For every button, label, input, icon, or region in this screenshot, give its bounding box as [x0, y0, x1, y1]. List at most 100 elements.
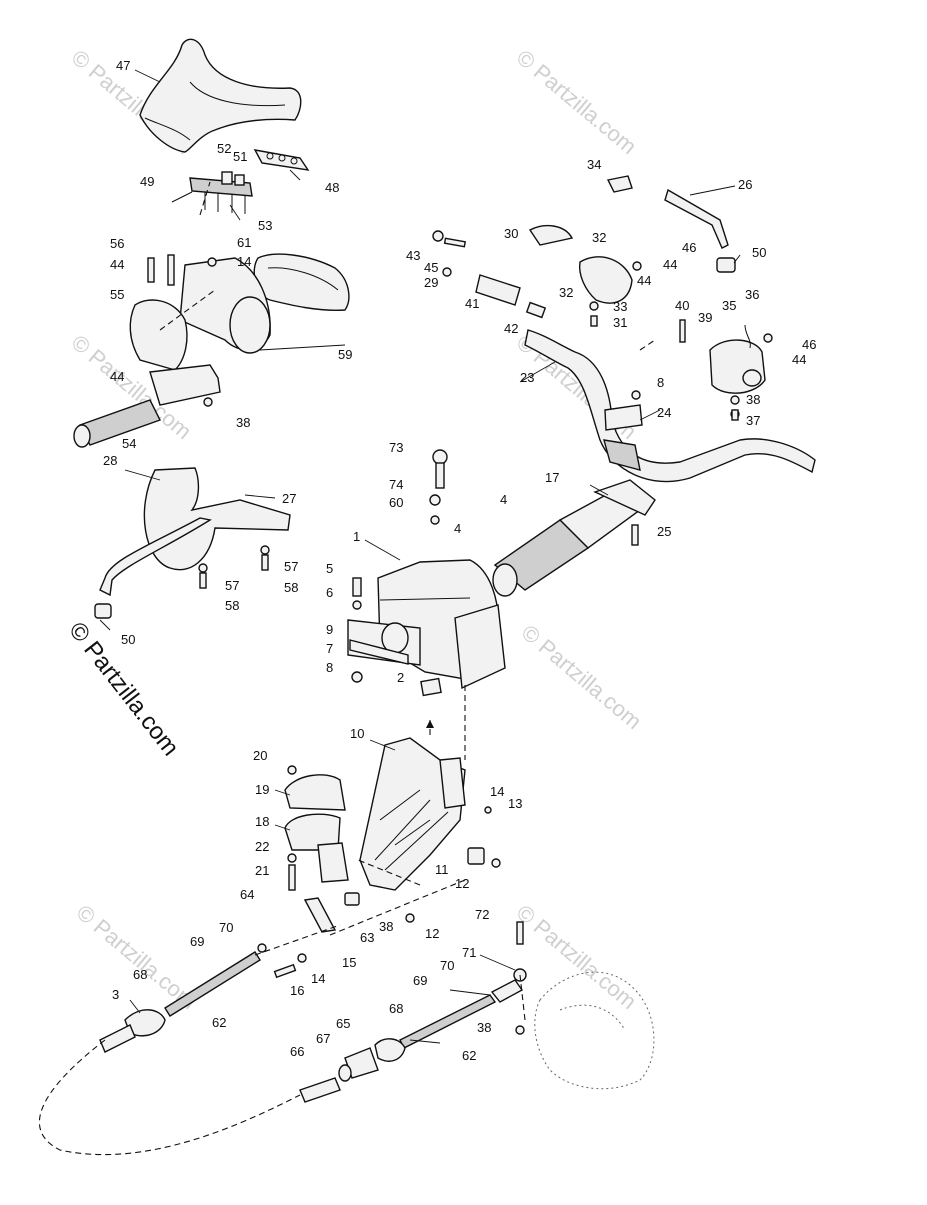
left-grip-assembly — [73, 364, 221, 448]
callout-number: 20 — [253, 748, 267, 763]
callout-number: 72 — [475, 907, 489, 922]
handle-cover — [253, 253, 350, 312]
callout-number: 36 — [745, 287, 759, 302]
callout-number: 32 — [592, 230, 606, 245]
callout-number: 43 — [406, 248, 420, 263]
callout-number: 53 — [258, 218, 272, 233]
assembly-lines — [38, 181, 656, 1156]
callout-number: 37 — [746, 413, 760, 428]
right-grip — [475, 274, 547, 319]
callout-number: 39 — [698, 310, 712, 325]
callout-number: 35 — [722, 298, 736, 313]
pad-plate — [253, 149, 310, 171]
callout-number: 2 — [397, 670, 404, 685]
callout-number: 38 — [236, 415, 250, 430]
handlebar-clamp-24 — [604, 404, 643, 431]
leader-lines — [99, 69, 741, 1044]
lower-bracket — [359, 737, 466, 891]
cable-bracket-15 — [303, 897, 337, 933]
clamp-assembly — [284, 774, 360, 906]
callout-number: 14 — [311, 971, 325, 986]
callout-number: 16 — [290, 983, 304, 998]
watermark: © Partzilla.com — [512, 45, 642, 159]
callout-number: 4 — [500, 492, 507, 507]
callout-number: 45 — [424, 260, 438, 275]
callout-number: 17 — [545, 470, 559, 485]
callout-number: 41 — [465, 296, 479, 311]
handlebar-pad — [139, 38, 302, 153]
callout-number: 3 — [112, 987, 119, 1002]
callout-number: 59 — [338, 347, 352, 362]
callout-number: 66 — [290, 1044, 304, 1059]
callout-number: 19 — [255, 782, 269, 797]
callout-number: 8 — [657, 375, 664, 390]
callout-number: 62 — [212, 1015, 226, 1030]
callout-number: 10 — [350, 726, 364, 741]
callout-number: 49 — [140, 174, 154, 189]
callout-number: 29 — [424, 275, 438, 290]
callout-number: 44 — [637, 273, 651, 288]
callout-number: 60 — [389, 495, 403, 510]
callout-number: 12 — [455, 876, 469, 891]
left-bracket — [94, 467, 291, 619]
steering-column — [492, 479, 656, 597]
callout-number: 27 — [282, 491, 296, 506]
callout-number: 42 — [504, 321, 518, 336]
callout-number: 18 — [255, 814, 269, 829]
callout-number: 62 — [462, 1048, 476, 1063]
callout-number: 31 — [613, 315, 627, 330]
callout-number: 30 — [504, 226, 518, 241]
callout-number: 24 — [657, 405, 671, 420]
callout-number: 44 — [663, 257, 677, 272]
callout-number: 68 — [133, 967, 147, 982]
callout-number: 12 — [425, 926, 439, 941]
throttle-housing — [129, 257, 271, 371]
callout-number: 48 — [325, 180, 339, 195]
callout-number: 56 — [110, 236, 124, 251]
nozzle-ghost — [534, 971, 655, 1090]
callout-number: 5 — [326, 561, 333, 576]
fasteners — [147, 230, 773, 1035]
callout-number: 70 — [219, 920, 233, 935]
callout-number: 38 — [379, 919, 393, 934]
throttle-sensor — [709, 324, 766, 394]
callout-number: 46 — [682, 240, 696, 255]
callout-number: 67 — [316, 1031, 330, 1046]
callout-number: 32 — [559, 285, 573, 300]
callout-number: 69 — [190, 934, 204, 949]
handlebar — [524, 329, 816, 483]
callout-number: 13 — [508, 796, 522, 811]
callout-number: 50 — [752, 245, 766, 260]
steering-housing — [347, 559, 506, 697]
callout-number: 68 — [389, 1001, 403, 1016]
callout-number: 44 — [110, 369, 124, 384]
callout-number: 65 — [336, 1016, 350, 1031]
callout-number: 61 — [237, 235, 251, 250]
callout-number: 73 — [389, 440, 403, 455]
watermark: © Partzilla.com — [517, 620, 647, 734]
callout-number: 1 — [353, 529, 360, 544]
callout-number: 70 — [440, 958, 454, 973]
grip-end-cap — [528, 224, 633, 304]
callout-number: 22 — [255, 839, 269, 854]
callout-number: 44 — [792, 352, 806, 367]
steering-cable-lever — [606, 175, 736, 273]
callout-number: 52 — [217, 141, 231, 156]
callout-number: 33 — [613, 299, 627, 314]
callout-number: 51 — [233, 149, 247, 164]
assembly-arrow — [426, 720, 434, 728]
callout-number: 23 — [520, 370, 534, 385]
callout-number: 58 — [225, 598, 239, 613]
callout-number: 8 — [326, 660, 333, 675]
callout-number: 14 — [237, 254, 251, 269]
callout-number: 34 — [587, 157, 601, 172]
callout-number: 50 — [121, 632, 135, 647]
callout-number: 40 — [675, 298, 689, 313]
callout-number: 21 — [255, 863, 269, 878]
callout-number: 38 — [477, 1020, 491, 1035]
callout-number: 15 — [342, 955, 356, 970]
callout-number: 25 — [657, 524, 671, 539]
cable-left — [99, 951, 261, 1053]
cable-right — [299, 968, 527, 1103]
